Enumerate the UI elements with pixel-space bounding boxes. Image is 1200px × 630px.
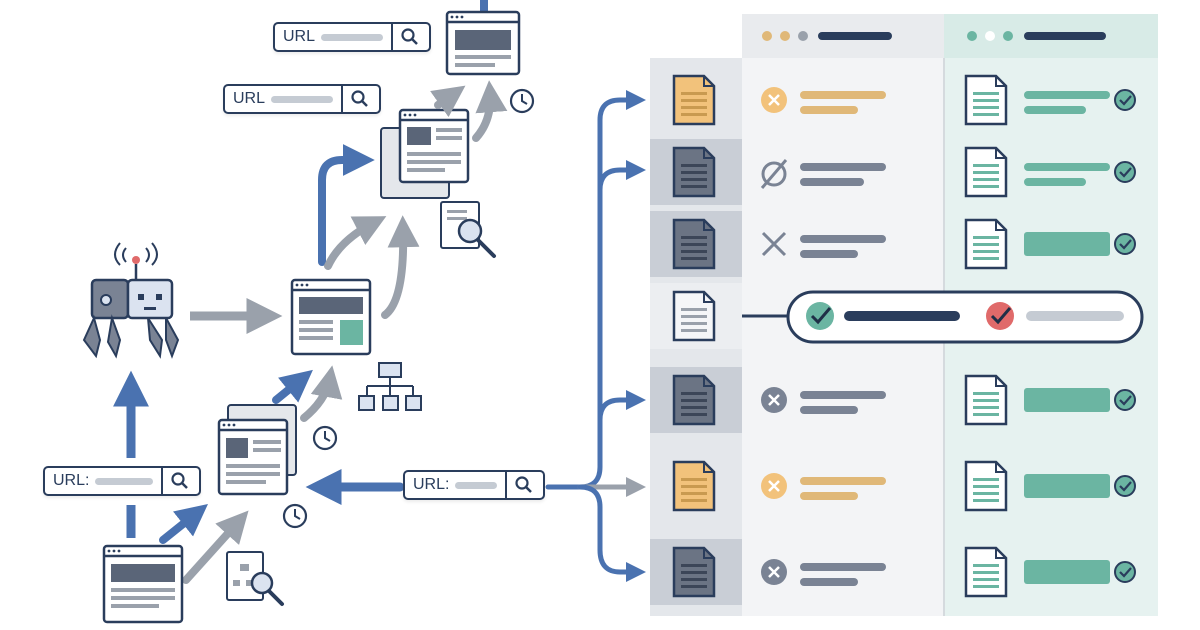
document-icon [672, 546, 716, 598]
status-line [800, 406, 858, 414]
document-icon [672, 218, 716, 270]
document-icon [964, 460, 1008, 512]
document-icon [672, 74, 716, 126]
table-row[interactable] [650, 539, 1136, 605]
sitemap-icon [358, 362, 422, 411]
flow-arrows-lower [159, 365, 405, 584]
branch-connector [545, 90, 646, 582]
url-field-bottom-left[interactable]: URL: [43, 466, 201, 496]
clock-icon [312, 425, 338, 451]
check-icon [1114, 233, 1136, 255]
document-icon [964, 74, 1008, 126]
url-label: URL: [53, 472, 90, 489]
status-line [800, 477, 886, 485]
cross-icon [761, 231, 787, 257]
search-icon[interactable] [169, 470, 191, 492]
url-field-mid[interactable]: URL [223, 84, 381, 114]
status-line [800, 391, 886, 399]
clock-icon [282, 503, 308, 529]
browser-window-top [445, 10, 521, 76]
status-line [800, 91, 886, 99]
table-row[interactable] [650, 139, 1136, 205]
sitemap-document-search-icon [226, 551, 284, 606]
document-icon [964, 546, 1008, 598]
document-icon [672, 374, 716, 426]
status-line [800, 578, 858, 586]
url-field-center[interactable]: URL: [403, 470, 545, 500]
table-row[interactable] [650, 283, 742, 349]
indexed-line [1024, 163, 1110, 171]
search-icon[interactable] [349, 88, 371, 110]
document-icon [672, 290, 716, 342]
flow-arrows-upper [318, 80, 508, 319]
cross-icon [761, 473, 787, 499]
indexed-panel-header [944, 14, 1158, 58]
browser-window-center [290, 278, 372, 356]
document-icon [964, 218, 1008, 270]
document-icon [964, 146, 1008, 198]
document-icon [672, 460, 716, 512]
comparison-highlight [742, 290, 1144, 344]
status-line [800, 492, 858, 500]
blocked-icon [760, 159, 788, 189]
url-placeholder-bar [321, 33, 383, 41]
cross-icon [761, 559, 787, 585]
document-search-icon [440, 201, 496, 258]
clock-icon [509, 88, 535, 114]
crawler-robot-icon [82, 242, 180, 359]
status-line [800, 250, 858, 258]
status-line [800, 563, 886, 571]
url-label: URL: [413, 476, 450, 493]
url-field-top[interactable]: URL [273, 22, 431, 52]
indexed-bar [1024, 232, 1110, 256]
check-icon [1114, 389, 1136, 411]
url-label: URL [233, 90, 266, 107]
search-icon[interactable] [513, 474, 535, 496]
indexed-line [1024, 178, 1086, 186]
check-icon [1114, 161, 1136, 183]
status-line [800, 163, 886, 171]
table-row[interactable] [650, 67, 1136, 133]
indexed-bar [1024, 560, 1110, 584]
table-row[interactable] [650, 367, 1136, 433]
table-row[interactable] [650, 211, 1136, 277]
check-icon [986, 302, 1014, 330]
document-icon [964, 374, 1008, 426]
url-label: URL [283, 28, 316, 45]
indexed-bar [1024, 474, 1110, 498]
status-line [800, 235, 886, 243]
check-icon [1114, 561, 1136, 583]
table-row[interactable] [650, 453, 1136, 519]
check-icon [1114, 475, 1136, 497]
status-line [800, 178, 864, 186]
search-icon[interactable] [399, 26, 421, 48]
cross-icon [761, 87, 787, 113]
url-placeholder-bar [95, 477, 153, 485]
url-placeholder-bar [271, 95, 333, 103]
document-icon [672, 146, 716, 198]
status-panel-header [742, 14, 944, 58]
status-line [800, 106, 858, 114]
page-stack-lower [217, 404, 297, 496]
indexed-bar [1024, 388, 1110, 412]
check-icon [806, 302, 834, 330]
browser-window-bottom [102, 544, 184, 624]
cross-icon [761, 387, 787, 413]
page-stack-upper [380, 108, 470, 199]
indexed-line [1024, 91, 1110, 99]
check-icon [1114, 89, 1136, 111]
indexed-line [1024, 106, 1086, 114]
url-placeholder-bar [455, 481, 497, 489]
